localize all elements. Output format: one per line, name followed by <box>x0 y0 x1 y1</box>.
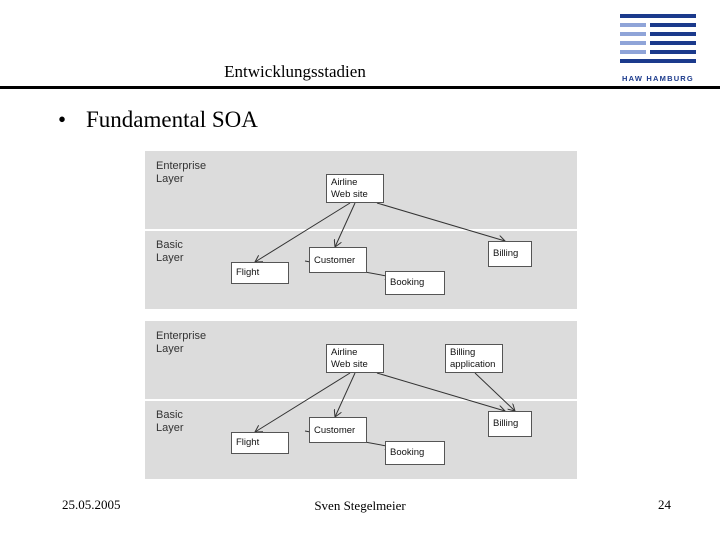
node-billing: Billing <box>488 411 532 437</box>
title-divider <box>0 86 720 89</box>
node-flight: Flight <box>231 432 289 454</box>
bullet-item: • Fundamental SOA <box>58 107 258 133</box>
layer-divider <box>145 399 577 401</box>
footer-author: Sven Stegelmeier <box>314 498 406 513</box>
layer-divider <box>145 229 577 231</box>
node-airline-website: Airline Web site <box>326 344 384 373</box>
bullet-text: Fundamental SOA <box>86 107 258 132</box>
basic-layer-label: Basic Layer <box>156 239 184 264</box>
bullet-marker: • <box>58 107 67 132</box>
node-customer: Customer <box>309 247 367 273</box>
soa-diagram-2: Enterprise Layer Basic Layer Airline Web… <box>145 321 577 479</box>
enterprise-layer-label: Enterprise Layer <box>156 330 207 355</box>
node-airline-website: Airline Web site <box>326 174 384 203</box>
node-billing-application: Billing application <box>445 344 503 373</box>
enterprise-layer-label: Enterprise Layer <box>156 160 207 185</box>
basic-layer-label: Basic Layer <box>156 409 184 434</box>
node-booking: Booking <box>385 271 445 295</box>
node-customer: Customer <box>309 417 367 443</box>
node-billing: Billing <box>488 241 532 267</box>
page-number: 24 <box>658 497 671 512</box>
node-flight: Flight <box>231 262 289 284</box>
footer-date: 25.05.2005 <box>62 497 121 512</box>
node-booking: Booking <box>385 441 445 465</box>
soa-diagram-1: Enterprise Layer Basic Layer Airline Web… <box>145 151 577 309</box>
slide-title: Entwicklungsstadien <box>224 62 366 81</box>
haw-logo-icon <box>620 14 696 63</box>
logo-wordmark: HAW HAMBURG <box>622 74 694 83</box>
